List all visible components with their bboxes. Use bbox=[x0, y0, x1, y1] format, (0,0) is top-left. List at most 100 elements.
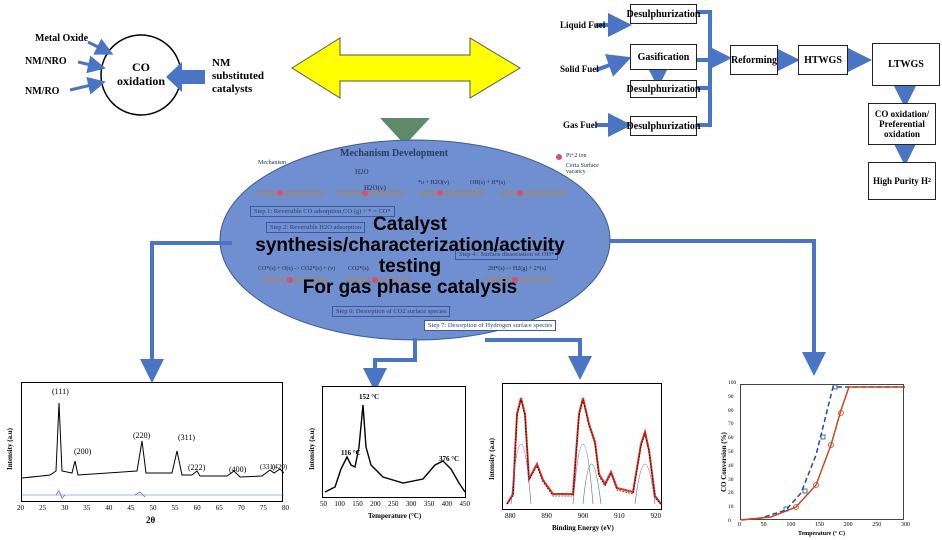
xps-tick: 880 bbox=[505, 512, 516, 520]
gas-fuel-label: Gas Fuel bbox=[563, 120, 598, 130]
step-2: Step 2: Reversible H2O adsorption bbox=[266, 222, 365, 233]
conv-ytick: 60 bbox=[728, 435, 734, 442]
xrd-tick: 45 bbox=[127, 504, 135, 512]
conv-tick: 100 bbox=[786, 522, 796, 528]
conv-ylabel: CO Conversion (%) bbox=[720, 432, 728, 492]
liquid-fuel-label: Liquid Fuel bbox=[560, 20, 606, 30]
metal-oxide-label: Metal Oxide bbox=[35, 33, 89, 44]
funnel-triangle bbox=[380, 118, 430, 145]
desulph-box-3: Desulphurization bbox=[627, 116, 700, 136]
legend-vacancy: Ceria Surface vacancy bbox=[566, 163, 599, 175]
xrd-xlabel: 2θ bbox=[146, 515, 156, 525]
xrd-peak-111: (111) bbox=[52, 387, 69, 396]
reforming-box: Reforming bbox=[730, 45, 778, 75]
conv-ytick: 0 bbox=[728, 517, 731, 524]
xrd-tick: 40 bbox=[105, 504, 113, 512]
xrd-tick: 35 bbox=[83, 504, 91, 512]
ltwgs-box: LTWGS bbox=[872, 43, 940, 86]
co-oxidation-label: CO oxidation bbox=[116, 60, 165, 88]
eq-co2: CO*(s) + O(s) -> CO2*(s) + (v) bbox=[258, 266, 336, 272]
nm-nro-label: NM/NRO bbox=[25, 56, 67, 67]
xrd-tick: 25 bbox=[39, 504, 47, 512]
step-7: Step 7: Desorption of Hydrogen surface s… bbox=[424, 320, 557, 331]
tpr-plot: 152 °C 116 °C 376 °C bbox=[322, 386, 466, 498]
xps-plot bbox=[502, 383, 662, 510]
high-purity-text: High Purity H bbox=[872, 176, 928, 186]
tpr-curve bbox=[324, 404, 466, 493]
conv-tick: 300 bbox=[900, 522, 910, 528]
mechanism-title: Mechanism Development bbox=[340, 148, 449, 159]
tpr-ylabel: Intensity (a.u) bbox=[308, 427, 316, 470]
eq-h2ov: H2O(v) bbox=[364, 184, 386, 192]
xrd-peak-420: (420) bbox=[272, 463, 288, 471]
nm-arrow bbox=[166, 62, 205, 92]
step-6: Step 6: Desorption of CO2 surface specie… bbox=[332, 306, 451, 317]
tpr-tick: 50 bbox=[320, 500, 327, 508]
tpr-tick: 450 bbox=[459, 500, 471, 508]
conv-tick: 0 bbox=[738, 522, 741, 528]
tpr-tick: 400 bbox=[441, 500, 453, 508]
nm-substituted-label: NM substituted catalysts bbox=[212, 57, 264, 95]
tpr-tick: 150 bbox=[352, 500, 363, 508]
step-4: Step 4 : Surface dissociation of OH* bbox=[455, 249, 559, 260]
xrd-tick: 65 bbox=[215, 504, 223, 512]
gasification-box: Gasification bbox=[630, 44, 697, 70]
xrd-peak-311: (311) bbox=[178, 433, 196, 442]
mechanism-label: Mechanism bbox=[258, 160, 286, 166]
xps-tick: 920 bbox=[650, 512, 662, 520]
xrd-peak-400: (400) bbox=[229, 465, 247, 474]
conv-tick: 50 bbox=[760, 522, 767, 528]
solid-fuel-label: Solid Fuel bbox=[560, 64, 599, 74]
high-purity-sub: 2 bbox=[928, 178, 931, 184]
conv-curve bbox=[741, 385, 905, 521]
xrd-tick: 55 bbox=[171, 504, 179, 512]
eq-star-h2o: *o + H2O(v) bbox=[418, 180, 450, 186]
conv-tick: 150 bbox=[814, 522, 824, 528]
catalyst-title: Catalyst synthesis/characterization/acti… bbox=[255, 214, 565, 298]
xrd-peak-220: (220) bbox=[133, 431, 151, 440]
conv-xlabel: Temperature (° C) bbox=[798, 531, 846, 537]
xps-curve bbox=[506, 397, 662, 505]
htwgs-box: HTWGS bbox=[798, 45, 848, 75]
tpr-tick: 250 bbox=[388, 500, 399, 508]
xrd-tick: 30 bbox=[61, 504, 69, 512]
conv-xticks: 0 50 100 150 200 250 300 bbox=[738, 522, 910, 528]
xrd-plot: (111) (200) (220) (311) (222) (400) (331… bbox=[21, 382, 287, 502]
conv-ytick: 90 bbox=[728, 393, 734, 400]
tpr-tick: 350 bbox=[423, 500, 435, 508]
xrd-ylabel: Intensity (a.u) bbox=[6, 427, 14, 470]
conv-ytick: 10 bbox=[728, 504, 734, 511]
desulph-box-1: Desulphurization bbox=[627, 4, 700, 24]
step-1: Step 1: Reversible CO adsorption,CO (g) … bbox=[250, 206, 395, 217]
conv-ytick: 40 bbox=[728, 462, 734, 469]
conv-ytick: 70 bbox=[728, 421, 734, 428]
yellow-double-arrow bbox=[291, 37, 521, 99]
xps-tick: 900 bbox=[577, 512, 589, 520]
conv-tick: 250 bbox=[872, 522, 882, 528]
conv-ytick: 20 bbox=[728, 490, 734, 497]
conv-plot bbox=[740, 384, 905, 521]
xrd-tick: 80 bbox=[281, 504, 289, 512]
xrd-peak-331: (331) bbox=[260, 463, 276, 471]
xrd-peak-200: (200) bbox=[74, 447, 92, 456]
tpr-peak-376: 376 °C bbox=[439, 455, 460, 463]
xps-tick: 890 bbox=[541, 512, 552, 520]
eq-h2o: H2O bbox=[355, 168, 369, 176]
tpr-tick: 300 bbox=[405, 500, 417, 508]
xps-ylabel: Intensity (a.u) bbox=[488, 437, 496, 480]
xrd-curve bbox=[22, 402, 284, 499]
conv-ytick: 30 bbox=[728, 476, 734, 483]
xrd-peak-222: (222) bbox=[188, 463, 206, 472]
tpr-xlabel: Temperature (°C) bbox=[368, 512, 422, 520]
eq-co2s: CO2*(s) bbox=[348, 266, 369, 272]
eq-oh: OH(s) + H*(s) bbox=[470, 180, 506, 186]
xrd-tick: 20 bbox=[17, 504, 24, 512]
tpr-tick: 200 bbox=[370, 500, 381, 508]
conv-tick: 200 bbox=[843, 522, 853, 528]
conv-ytick: 50 bbox=[728, 448, 734, 455]
